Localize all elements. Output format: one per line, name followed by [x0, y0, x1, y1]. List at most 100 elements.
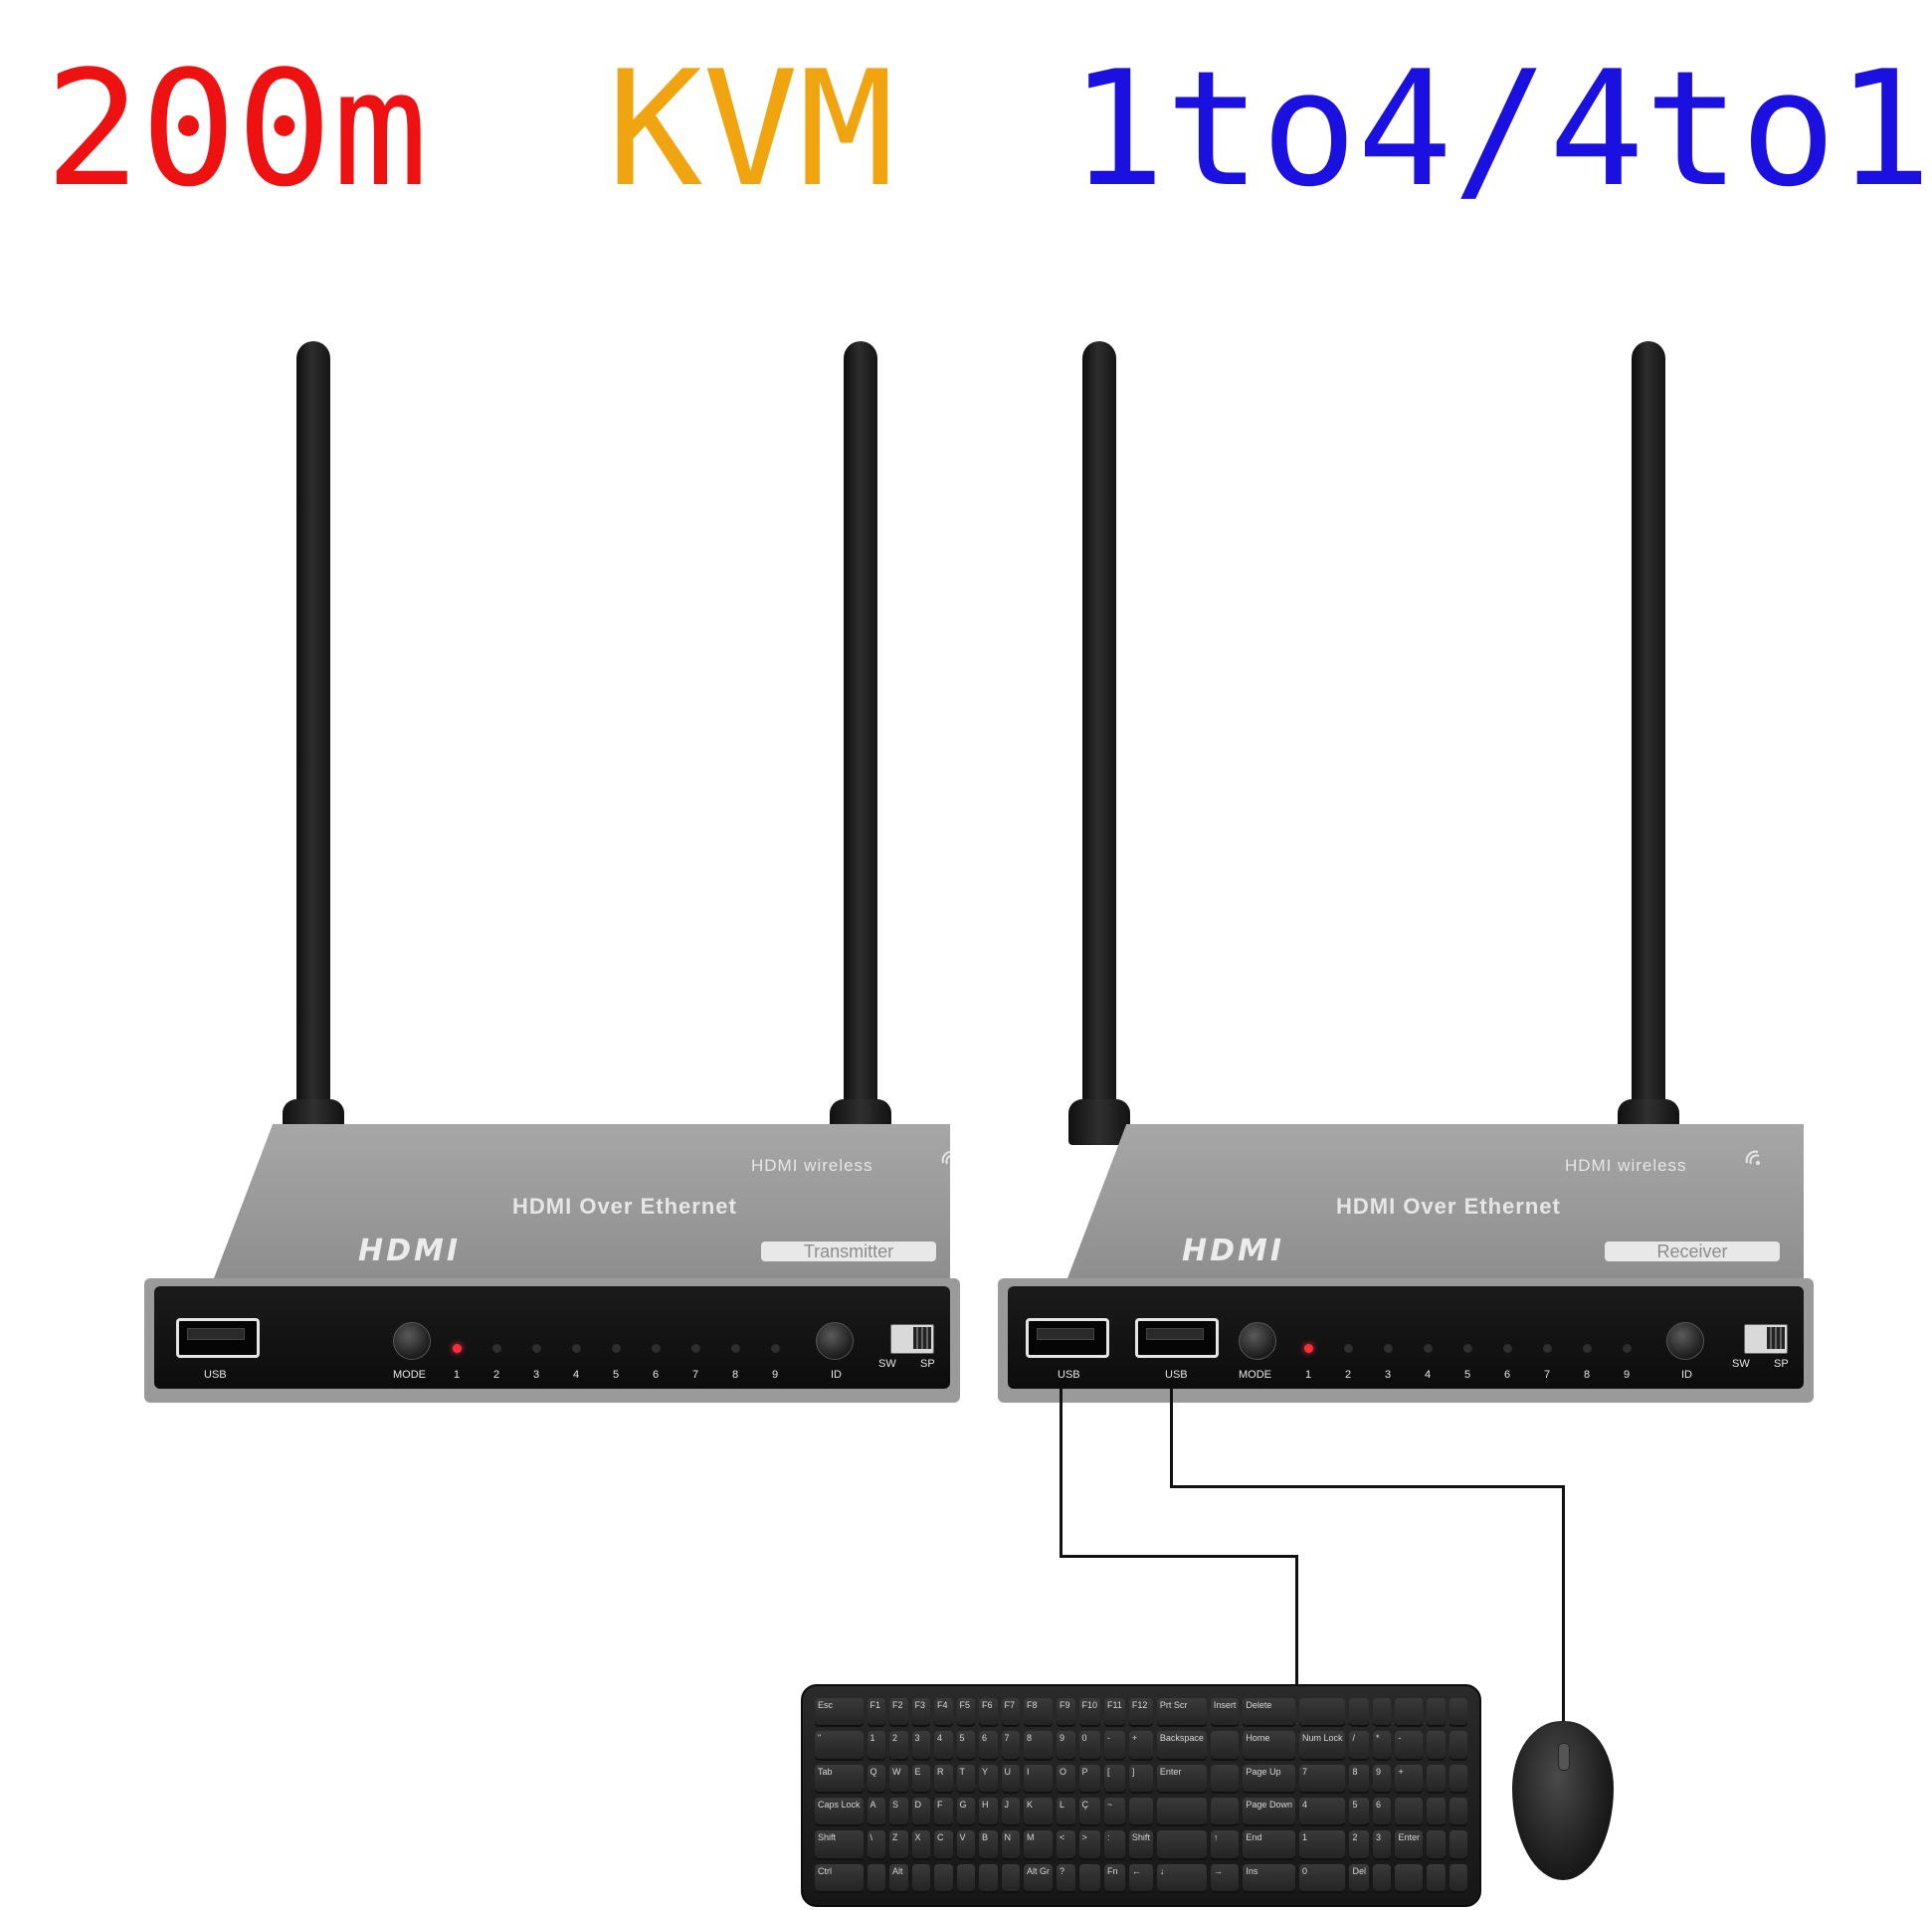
- receiver-title: HDMI Over Ethernet: [1336, 1194, 1561, 1219]
- keyboard-key: ]: [1128, 1764, 1153, 1794]
- keyboard-key: <: [1057, 1830, 1075, 1860]
- receiver-led-label-2: 2: [1345, 1369, 1352, 1381]
- keyboard-key: T: [956, 1764, 975, 1794]
- keyboard-key: [1449, 1764, 1467, 1794]
- receiver-top-panel: HDMI wireless HDMI Over Ethernet HDMI Re…: [1067, 1124, 1804, 1278]
- keyboard-key: [1210, 1731, 1240, 1761]
- keyboard-cable: [1060, 1388, 1063, 1557]
- keyboard-key: 7: [1298, 1764, 1346, 1794]
- keyboard-key: Num Lock: [1298, 1731, 1346, 1761]
- keyboard-key: S: [889, 1798, 908, 1827]
- keyboard-key: [1156, 1798, 1207, 1827]
- keyboard-key: /: [1349, 1731, 1369, 1761]
- keyboard-key: Del: [1349, 1863, 1369, 1893]
- receiver-led-3: [1384, 1344, 1393, 1353]
- wifi-icon: [941, 1150, 950, 1165]
- transmitter-led-label-8: 8: [732, 1369, 739, 1381]
- receiver-id-button[interactable]: [1666, 1322, 1704, 1360]
- transmitter-led-label-2: 2: [493, 1369, 500, 1381]
- receiver-sw-sp-switch[interactable]: [1744, 1324, 1788, 1354]
- keyboard-key: [1427, 1863, 1446, 1893]
- receiver-led-label-5: 5: [1464, 1369, 1471, 1381]
- keyboard-key: [956, 1863, 975, 1893]
- keyboard-key: -: [1104, 1731, 1125, 1761]
- keyboard-key: [1427, 1798, 1446, 1827]
- tx-antenna-right-icon: [844, 341, 877, 1137]
- mouse-wheel: [1558, 1743, 1570, 1771]
- keyboard-key: B: [979, 1830, 998, 1860]
- transmitter-id-button[interactable]: [816, 1322, 854, 1360]
- receiver-id-label: ID: [1681, 1369, 1692, 1381]
- keyboard-key: ↑: [1210, 1830, 1240, 1860]
- receiver-led-2: [1344, 1344, 1353, 1353]
- keyboard-key: [1001, 1863, 1020, 1893]
- keyboard-key: [1210, 1764, 1240, 1794]
- keyboard-key: 7: [1001, 1731, 1020, 1761]
- keyboard-key: F3: [911, 1698, 931, 1728]
- keyboard-key: [1128, 1798, 1153, 1827]
- transmitter-led-label-4: 4: [573, 1369, 580, 1381]
- keyboard-key: [1449, 1698, 1467, 1728]
- keyboard-key: [1156, 1830, 1207, 1860]
- keyboard-key: L: [1057, 1798, 1075, 1827]
- keyboard-key: Y: [979, 1764, 998, 1794]
- keyboard-key: Enter: [1156, 1764, 1207, 1794]
- keyboard-key: ": [815, 1731, 864, 1761]
- keyboard-key: [979, 1863, 998, 1893]
- keyboard-key: End: [1243, 1830, 1295, 1860]
- keyboard-key: 4: [934, 1731, 953, 1761]
- keyboard-key: 2: [1349, 1830, 1369, 1860]
- rx-antenna-right-icon: [1632, 341, 1665, 1137]
- keyboard-key: M: [1024, 1830, 1054, 1860]
- receiver-led-label-9: 9: [1624, 1369, 1631, 1381]
- receiver-wireless-label: HDMI wireless: [1565, 1156, 1687, 1175]
- receiver-usb-port-2[interactable]: [1135, 1318, 1219, 1358]
- transmitter-unit: HDMI wireless HDMI Over Ethernet HDMI Tr…: [144, 1124, 960, 1403]
- transmitter-usb-port[interactable]: [176, 1318, 260, 1358]
- receiver-led-5: [1463, 1344, 1472, 1353]
- keyboard-key: [1349, 1698, 1369, 1728]
- keyboard-key: \: [867, 1830, 886, 1860]
- keyboard-key: W: [889, 1764, 908, 1794]
- keyboard-cable: [1060, 1555, 1298, 1558]
- keyboard-key: Ç: [1078, 1798, 1101, 1827]
- keyboard-key: P: [1078, 1764, 1101, 1794]
- keyboard-key: H: [979, 1798, 998, 1827]
- tx-antenna-left-icon: [296, 341, 330, 1137]
- keyboard-key: Caps Lock: [815, 1798, 864, 1827]
- keyboard-key: A: [867, 1798, 886, 1827]
- receiver-mode-button[interactable]: [1239, 1322, 1276, 1360]
- transmitter-sw-label: SW: [878, 1358, 896, 1370]
- transmitter-led-2: [492, 1344, 501, 1353]
- keyboard-key: F12: [1128, 1698, 1153, 1728]
- receiver-usb1-label: USB: [1058, 1369, 1080, 1381]
- keyboard-key: [1449, 1830, 1467, 1860]
- keyboard-key: F5: [956, 1698, 975, 1728]
- transmitter-led-5: [612, 1344, 621, 1353]
- receiver-hdmi-logo: HDMI: [1182, 1234, 1285, 1268]
- receiver-led-label-1: 1: [1305, 1369, 1312, 1381]
- keyboard-key: Prt Scr: [1156, 1698, 1207, 1728]
- transmitter-wireless-label: HDMI wireless: [751, 1156, 873, 1175]
- rx-antenna-left-base: [1068, 1099, 1130, 1145]
- keyboard-key: Tab: [815, 1764, 864, 1794]
- keyboard-key: 5: [1349, 1798, 1369, 1827]
- transmitter-mode-button[interactable]: [393, 1322, 431, 1360]
- transmitter-hdmi-logo: HDMI: [358, 1234, 462, 1268]
- keyboard-key: F6: [979, 1698, 998, 1728]
- keyboard-key: [934, 1863, 953, 1893]
- keyboard-key: F7: [1001, 1698, 1020, 1728]
- keyboard-key: [1395, 1698, 1423, 1728]
- keyboard-key: [1449, 1731, 1467, 1761]
- keyboard-key: E: [911, 1764, 931, 1794]
- keyboard-key: J: [1001, 1798, 1020, 1827]
- keyboard-key: G: [956, 1798, 975, 1827]
- receiver-usb-port-1[interactable]: [1026, 1318, 1109, 1358]
- keyboard-key: O: [1057, 1764, 1075, 1794]
- keyboard-key: F10: [1078, 1698, 1101, 1728]
- transmitter-led-8: [731, 1344, 740, 1353]
- receiver-led-label-8: 8: [1584, 1369, 1591, 1381]
- keyboard-key: Enter: [1395, 1830, 1423, 1860]
- transmitter-sw-sp-switch[interactable]: [890, 1324, 934, 1354]
- keyboard-key: D: [911, 1798, 931, 1827]
